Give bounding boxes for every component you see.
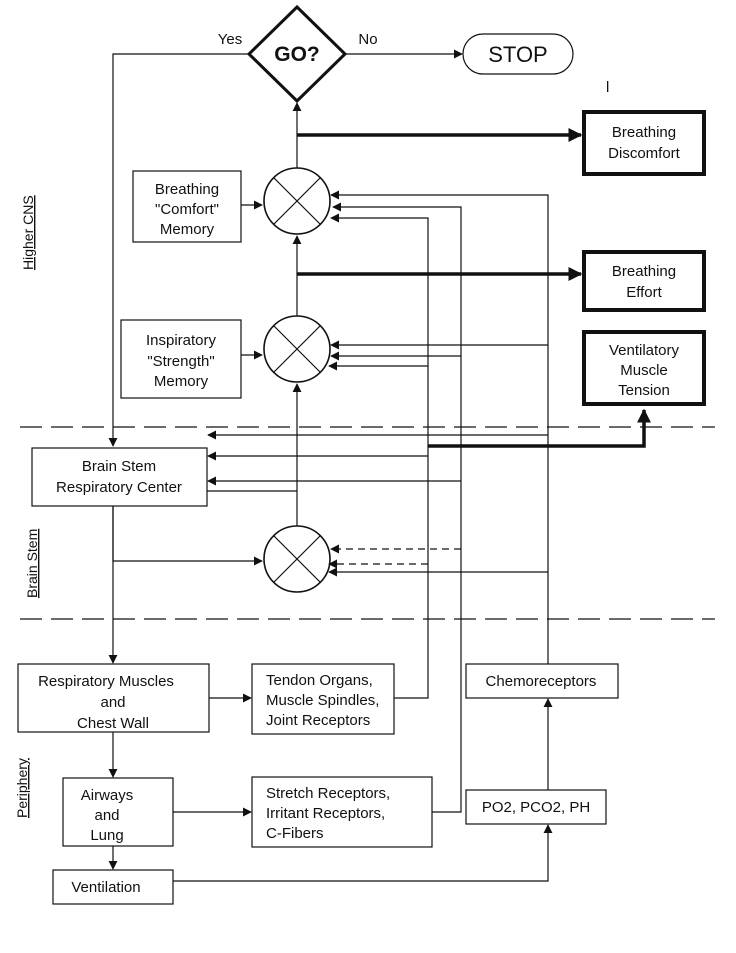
stretch-receptors-box <box>251 776 433 848</box>
go-decision-label: GO? <box>274 43 320 66</box>
tendon-line1: Tendon Organs, <box>266 672 373 689</box>
resp-muscles-line1: Respiratory Muscles <box>38 673 174 690</box>
tendon-line2: Muscle Spindles, <box>266 692 379 709</box>
tension-line2: Muscle <box>620 362 668 379</box>
chemoreceptors-box <box>465 663 619 699</box>
yes-arrow-to-brainstem <box>108 53 249 447</box>
tendon-feedback-top <box>330 213 429 699</box>
brainstem-center-line2: Respiratory Center <box>56 479 182 496</box>
stop-terminal <box>462 33 574 75</box>
stretch-line2: Irritant Receptors, <box>266 805 385 822</box>
ventilation-label: Ventilation <box>71 879 140 896</box>
stretch-line3: C-Fibers <box>266 825 324 842</box>
ventilation-box <box>52 869 174 905</box>
bold-arrow-tension <box>428 408 651 448</box>
airways-line2: and <box>94 807 119 824</box>
comfort-memory-line1: Breathing <box>155 181 219 198</box>
airways-line3: Lung <box>90 827 123 844</box>
strength-memory-box <box>120 319 242 399</box>
stretch-line1: Stretch Receptors, <box>266 785 390 802</box>
blood-gases-label: PO2, PCO2, PH <box>482 799 590 816</box>
comfort-memory-line2: "Comfort" <box>155 201 219 218</box>
stop-label: STOP <box>488 42 548 67</box>
strength-memory-line3: Memory <box>154 373 209 390</box>
breathing-effort-box <box>582 250 706 312</box>
section-label-brain-stem: Brain Stem <box>24 529 40 598</box>
stray-mark: l <box>606 79 609 96</box>
brainstem-center-line1: Brain Stem <box>82 458 156 475</box>
brainstem-respiratory-center-box <box>31 447 208 507</box>
comparator-brainstem <box>263 525 331 593</box>
comparator-top <box>263 167 331 235</box>
no-label: No <box>358 31 377 48</box>
airways-lung-box <box>62 777 174 847</box>
chemoreceptors-label: Chemoreceptors <box>486 673 597 690</box>
airways-line1: Airways <box>81 787 134 804</box>
strength-memory-line2: "Strength" <box>147 353 214 370</box>
arrow-ventilation-to-blood-gases <box>173 824 553 882</box>
chemo-feedback-top <box>330 190 549 664</box>
breathing-discomfort-line1: Breathing <box>612 124 676 141</box>
comparator-middle <box>263 315 331 383</box>
comfort-memory-line3: Memory <box>160 221 215 238</box>
arrow-brainstem-to-comparator <box>112 506 263 566</box>
breathing-effort-line1: Breathing <box>612 263 676 280</box>
breathing-discomfort-box <box>582 110 706 176</box>
breathing-discomfort-line2: Discomfort <box>608 145 681 162</box>
tendon-organs-box <box>251 663 395 735</box>
blood-gases-box <box>465 789 607 825</box>
tension-line1: Ventilatory <box>609 342 680 359</box>
resp-muscles-line2: and <box>100 694 125 711</box>
section-label-periphery: Periphery <box>14 758 30 818</box>
go-decision-diamond <box>246 4 348 104</box>
section-label-higher-cns: Higher CNS <box>20 195 36 270</box>
yes-label: Yes <box>218 31 242 48</box>
breathing-effort-line2: Effort <box>626 284 662 301</box>
tendon-line3: Joint Receptors <box>266 712 370 729</box>
comfort-memory-box <box>132 170 242 243</box>
tension-line3: Tension <box>618 382 670 399</box>
ventilatory-muscle-tension-box <box>582 330 706 406</box>
resp-muscles-line3: Chest Wall <box>77 715 149 732</box>
stretch-feedback-top <box>332 202 462 813</box>
strength-memory-line1: Inspiratory <box>146 332 217 349</box>
